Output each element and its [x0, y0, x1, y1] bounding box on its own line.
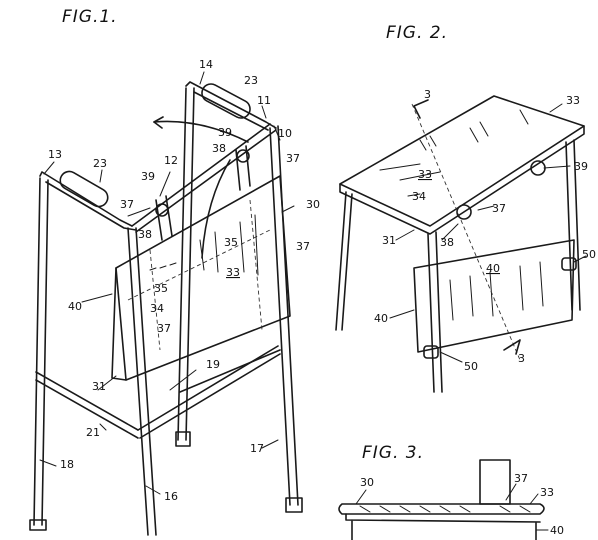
fold-arrow-lower [201, 159, 231, 259]
clip-50-right [561, 257, 577, 271]
ref-23-left: 23 [93, 157, 107, 170]
ref-39-left: 39 [141, 170, 155, 183]
fig2-ref-39: 39 [574, 160, 588, 173]
leg-18 [33, 177, 49, 526]
ref-37-left: 37 [120, 198, 134, 211]
figure-2-title: FIG. 2. [386, 23, 448, 43]
ref-38-left: 38 [138, 228, 152, 241]
ref-12: 12 [164, 154, 178, 167]
foot-caps [29, 431, 303, 531]
ref-33: 33 [226, 266, 240, 279]
ref-17: 17 [250, 442, 264, 455]
fold-arrow-upper-head [153, 116, 164, 129]
ref-18: 18 [60, 458, 74, 471]
ref-35-upper: 35 [224, 236, 238, 249]
fig2-ref-33: 33 [418, 168, 432, 181]
leg-rear-left [177, 87, 195, 441]
leg-16 [127, 227, 157, 536]
table-leg-front-left [335, 191, 353, 331]
table-top-texture [379, 109, 529, 181]
fold-arrow-upper [153, 120, 249, 143]
ref-11: 11 [257, 94, 271, 107]
ref-34: 34 [150, 302, 164, 315]
fig2-ref-37: 37 [492, 202, 506, 215]
fig2-ref-50-left: 50 [464, 360, 478, 373]
fig3-ref-37: 37 [514, 472, 528, 485]
fig2-ref-33-top: 33 [566, 94, 580, 107]
leg-17 [269, 125, 299, 506]
ref-35-lower: 35 [154, 282, 168, 295]
table-leg-front-right [427, 231, 443, 393]
top-rail-13 [39, 171, 137, 231]
figure-3-title: FIG. 3. [362, 443, 424, 463]
fig2-leaders [389, 103, 587, 363]
section-hatch [359, 505, 531, 513]
ref-30: 30 [306, 198, 320, 211]
ref-14: 14 [199, 58, 213, 71]
fig2-ref-50-right: 50 [582, 248, 596, 261]
fig2-ref-3-bottom: 3 [518, 352, 525, 365]
ref-13: 13 [48, 148, 62, 161]
section-arrow-top [413, 99, 429, 119]
tray-edge-31 [111, 267, 127, 381]
clamp-38-fig2 [456, 204, 472, 220]
ref-40: 40 [68, 300, 82, 313]
lower-rail-rear [179, 349, 281, 393]
fig2-ref-31: 31 [382, 234, 396, 247]
ref-37-side: 37 [296, 240, 310, 253]
ref-39-right: 39 [218, 126, 232, 139]
figure-1-title: FIG.1. [62, 7, 118, 27]
ref-19: 19 [206, 358, 220, 371]
ref-38-right: 38 [212, 142, 226, 155]
fig1-leaders [39, 71, 295, 495]
fig2-ref-38: 38 [440, 236, 454, 249]
ref-37-top: 37 [286, 152, 300, 165]
figure-1: FIG.1. 13 14 [29, 7, 320, 536]
fig2-ref-40-panel: 40 [486, 262, 500, 275]
fig3-ref-33: 33 [540, 486, 554, 499]
tray-texture [149, 214, 259, 276]
grip-23-left [59, 170, 109, 208]
tray-hidden-lines [127, 199, 271, 351]
ref-23-right: 23 [244, 74, 258, 87]
ref-37-lower: 37 [157, 322, 171, 335]
ref-31: 31 [92, 380, 106, 393]
section-arrow-bottom [503, 339, 521, 355]
clip-50-left [423, 345, 439, 359]
cup-outline [479, 459, 511, 505]
section-tray [338, 503, 545, 515]
grip-23-right [201, 83, 251, 119]
fig3-ref-30: 30 [360, 476, 374, 489]
table-top-33 [339, 95, 585, 227]
fig3-ref-40: 40 [550, 524, 564, 537]
ref-16: 16 [164, 490, 178, 503]
section-line-3 [411, 103, 521, 361]
panel-40 [413, 239, 575, 353]
figure-3: FIG. 3. 30 37 33 40 [338, 443, 564, 540]
fig3-leaders [355, 483, 549, 531]
section-tray-lower [345, 513, 541, 540]
ref-21: 21 [86, 426, 100, 439]
fig2-ref-40-side: 40 [374, 312, 388, 325]
figure-2: FIG. 2. 3 33 33 39 34 37 31 38 50 40 [335, 23, 596, 393]
clamp-38-left-knob [155, 203, 169, 217]
panel-40-texture [449, 261, 544, 321]
fig2-ref-34: 34 [412, 190, 426, 203]
top-rail-14 [185, 81, 277, 131]
ref-10: 10 [278, 127, 292, 140]
fig2-ref-3-top: 3 [424, 88, 431, 101]
lower-rail-21 [35, 371, 139, 439]
table-top-edge [339, 125, 585, 235]
tray-panel-33 [115, 175, 291, 381]
table-leg-rear-right [565, 139, 581, 311]
clamp-38-right-knob [236, 149, 250, 163]
